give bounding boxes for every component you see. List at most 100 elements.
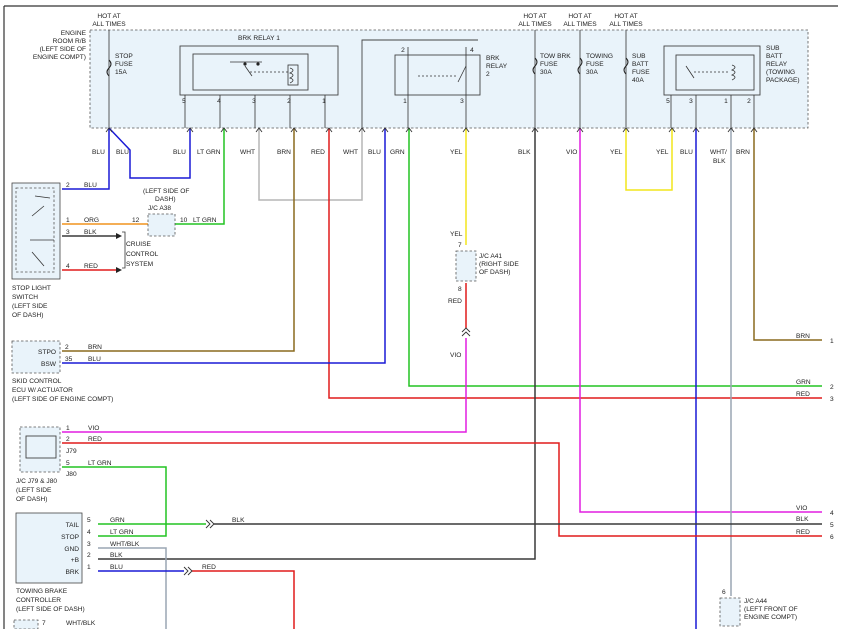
svg-text:OF DASH): OF DASH) [479,269,511,276]
svg-text:J/C A44: J/C A44 [744,598,767,605]
svg-text:ECU W/ ACTUATOR: ECU W/ ACTUATOR [12,387,73,394]
svg-text:30A: 30A [540,69,552,76]
svg-text:HOT AT: HOT AT [568,13,591,20]
svg-text:LT GRN: LT GRN [110,529,134,536]
svg-text:RELAY: RELAY [486,63,508,70]
svg-text:BLU: BLU [84,182,97,189]
svg-text:2: 2 [66,436,70,443]
svg-text:YEL: YEL [656,149,669,156]
svg-text:15A: 15A [115,69,127,76]
svg-text:LT GRN: LT GRN [193,217,217,224]
svg-text:ALL TIMES: ALL TIMES [518,21,552,28]
svg-text:SYSTEM: SYSTEM [126,261,153,268]
svg-text:2: 2 [65,344,69,351]
engine-room-rb-label: ENGINE ROOM R/B (LEFT SIDE OF ENGINE COM… [33,30,87,61]
brk-relay-1: BRK RELAY 1 5 4 3 2 1 [179,35,339,128]
svg-text:BLU: BLU [88,356,101,363]
svg-text:5: 5 [830,522,834,529]
svg-text:(LEFT SIDE: (LEFT SIDE [16,487,52,494]
svg-text:WHT/BLK: WHT/BLK [110,541,140,548]
svg-text:2: 2 [401,47,405,54]
svg-text:30A: 30A [586,69,598,76]
svg-text:FUSE: FUSE [586,61,604,68]
svg-text:BLK: BLK [796,516,809,523]
svg-text:6: 6 [830,534,834,541]
svg-text:YEL: YEL [450,149,463,156]
svg-text:40A: 40A [632,77,644,84]
svg-text:VIO: VIO [566,149,577,156]
svg-text:BLU: BLU [92,149,105,156]
svg-text:BRN: BRN [796,333,810,340]
svg-text:HOT AT: HOT AT [614,13,637,20]
svg-text:HOT AT: HOT AT [97,13,120,20]
svg-text:GRN: GRN [796,379,811,386]
svg-text:STPO: STPO [38,349,56,356]
svg-text:HOT AT: HOT AT [523,13,546,20]
svg-text:4: 4 [470,47,474,54]
svg-text:4: 4 [87,529,91,536]
svg-text:STOP LIGHT: STOP LIGHT [12,285,51,292]
svg-text:FUSE: FUSE [632,69,650,76]
svg-text:BRK RELAY 1: BRK RELAY 1 [238,35,280,42]
svg-text:WHT: WHT [343,149,358,156]
svg-text:(LEFT SIDE OF ENGINE COMPT): (LEFT SIDE OF ENGINE COMPT) [12,396,113,403]
svg-text:BSW: BSW [41,361,57,368]
svg-text:CONTROL: CONTROL [126,251,159,258]
svg-text:J80: J80 [66,471,77,478]
svg-text:GRN: GRN [110,517,125,524]
skid-control-ecu: STPO BSW 2 35 SKID CONTROL ECU W/ ACTUAT… [11,340,113,403]
svg-text:BLK: BLK [518,149,531,156]
svg-text:BATT: BATT [632,61,648,68]
svg-text:J/C A38: J/C A38 [148,205,171,212]
svg-text:RED: RED [202,564,216,571]
svg-text:TOW BRK: TOW BRK [540,53,571,60]
svg-text:BLK: BLK [110,552,123,559]
svg-text:ALL TIMES: ALL TIMES [609,21,643,28]
svg-text:FUSE: FUSE [115,61,133,68]
towing-brake-controller: TAIL STOP GND +B BRK 5 4 3 2 1 TOWING BR… [13,512,91,629]
svg-text:7: 7 [458,242,462,249]
svg-text:2: 2 [66,182,70,189]
svg-text:BLK: BLK [84,229,97,236]
svg-text:LT GRN: LT GRN [197,149,221,156]
svg-text:GRN: GRN [390,149,405,156]
svg-text:RELAY: RELAY [766,61,788,68]
svg-text:ENGINE COMPT): ENGINE COMPT) [744,614,797,621]
svg-text:TOWING BRAKE: TOWING BRAKE [16,588,68,595]
svg-text:10: 10 [180,217,188,224]
svg-text:J/C A41: J/C A41 [479,253,502,260]
svg-text:5: 5 [87,517,91,524]
svg-text:BRN: BRN [277,149,291,156]
svg-text:BLU: BLU [116,149,129,156]
cruise-control-label: CRUISE CONTROL SYSTEM [126,241,159,268]
svg-text:RED: RED [88,436,102,443]
svg-text:5: 5 [66,460,70,467]
svg-text:BLK: BLK [232,517,245,524]
svg-text:1: 1 [66,425,70,432]
svg-text:BLU: BLU [173,149,186,156]
svg-text:2: 2 [830,384,834,391]
svg-text:FUSE: FUSE [540,61,558,68]
svg-text:TOWING: TOWING [586,53,613,60]
right-terminals: 1 2 3 4 5 6 [830,338,834,541]
svg-text:1: 1 [66,217,70,224]
svg-text:1: 1 [830,338,834,345]
svg-text:(LEFT SIDE OF: (LEFT SIDE OF [40,46,86,53]
svg-text:BRK: BRK [65,569,79,576]
svg-text:5: 5 [666,98,670,105]
svg-text:2: 2 [747,98,751,105]
svg-text:SWITCH: SWITCH [12,294,38,301]
svg-text:3: 3 [689,98,693,105]
svg-text:(TOWING: (TOWING [766,69,795,76]
svg-text:35: 35 [65,356,73,363]
svg-text:7: 7 [42,620,46,627]
svg-text:PACKAGE): PACKAGE) [766,77,800,84]
svg-text:WHT/: WHT/ [710,149,727,156]
svg-text:STOP: STOP [115,53,133,60]
svg-text:(LEFT SIDE OF DASH): (LEFT SIDE OF DASH) [16,606,85,613]
svg-text:6: 6 [722,589,726,596]
